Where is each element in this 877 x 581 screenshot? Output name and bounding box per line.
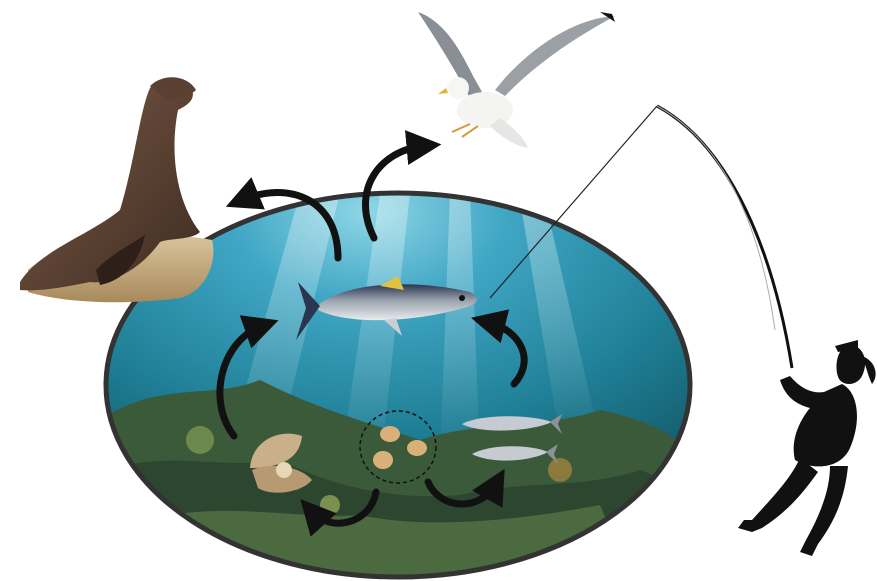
fisher-silhouette-icon (657, 106, 876, 556)
seagull-icon (418, 12, 615, 148)
sea-lion-icon (20, 77, 213, 302)
